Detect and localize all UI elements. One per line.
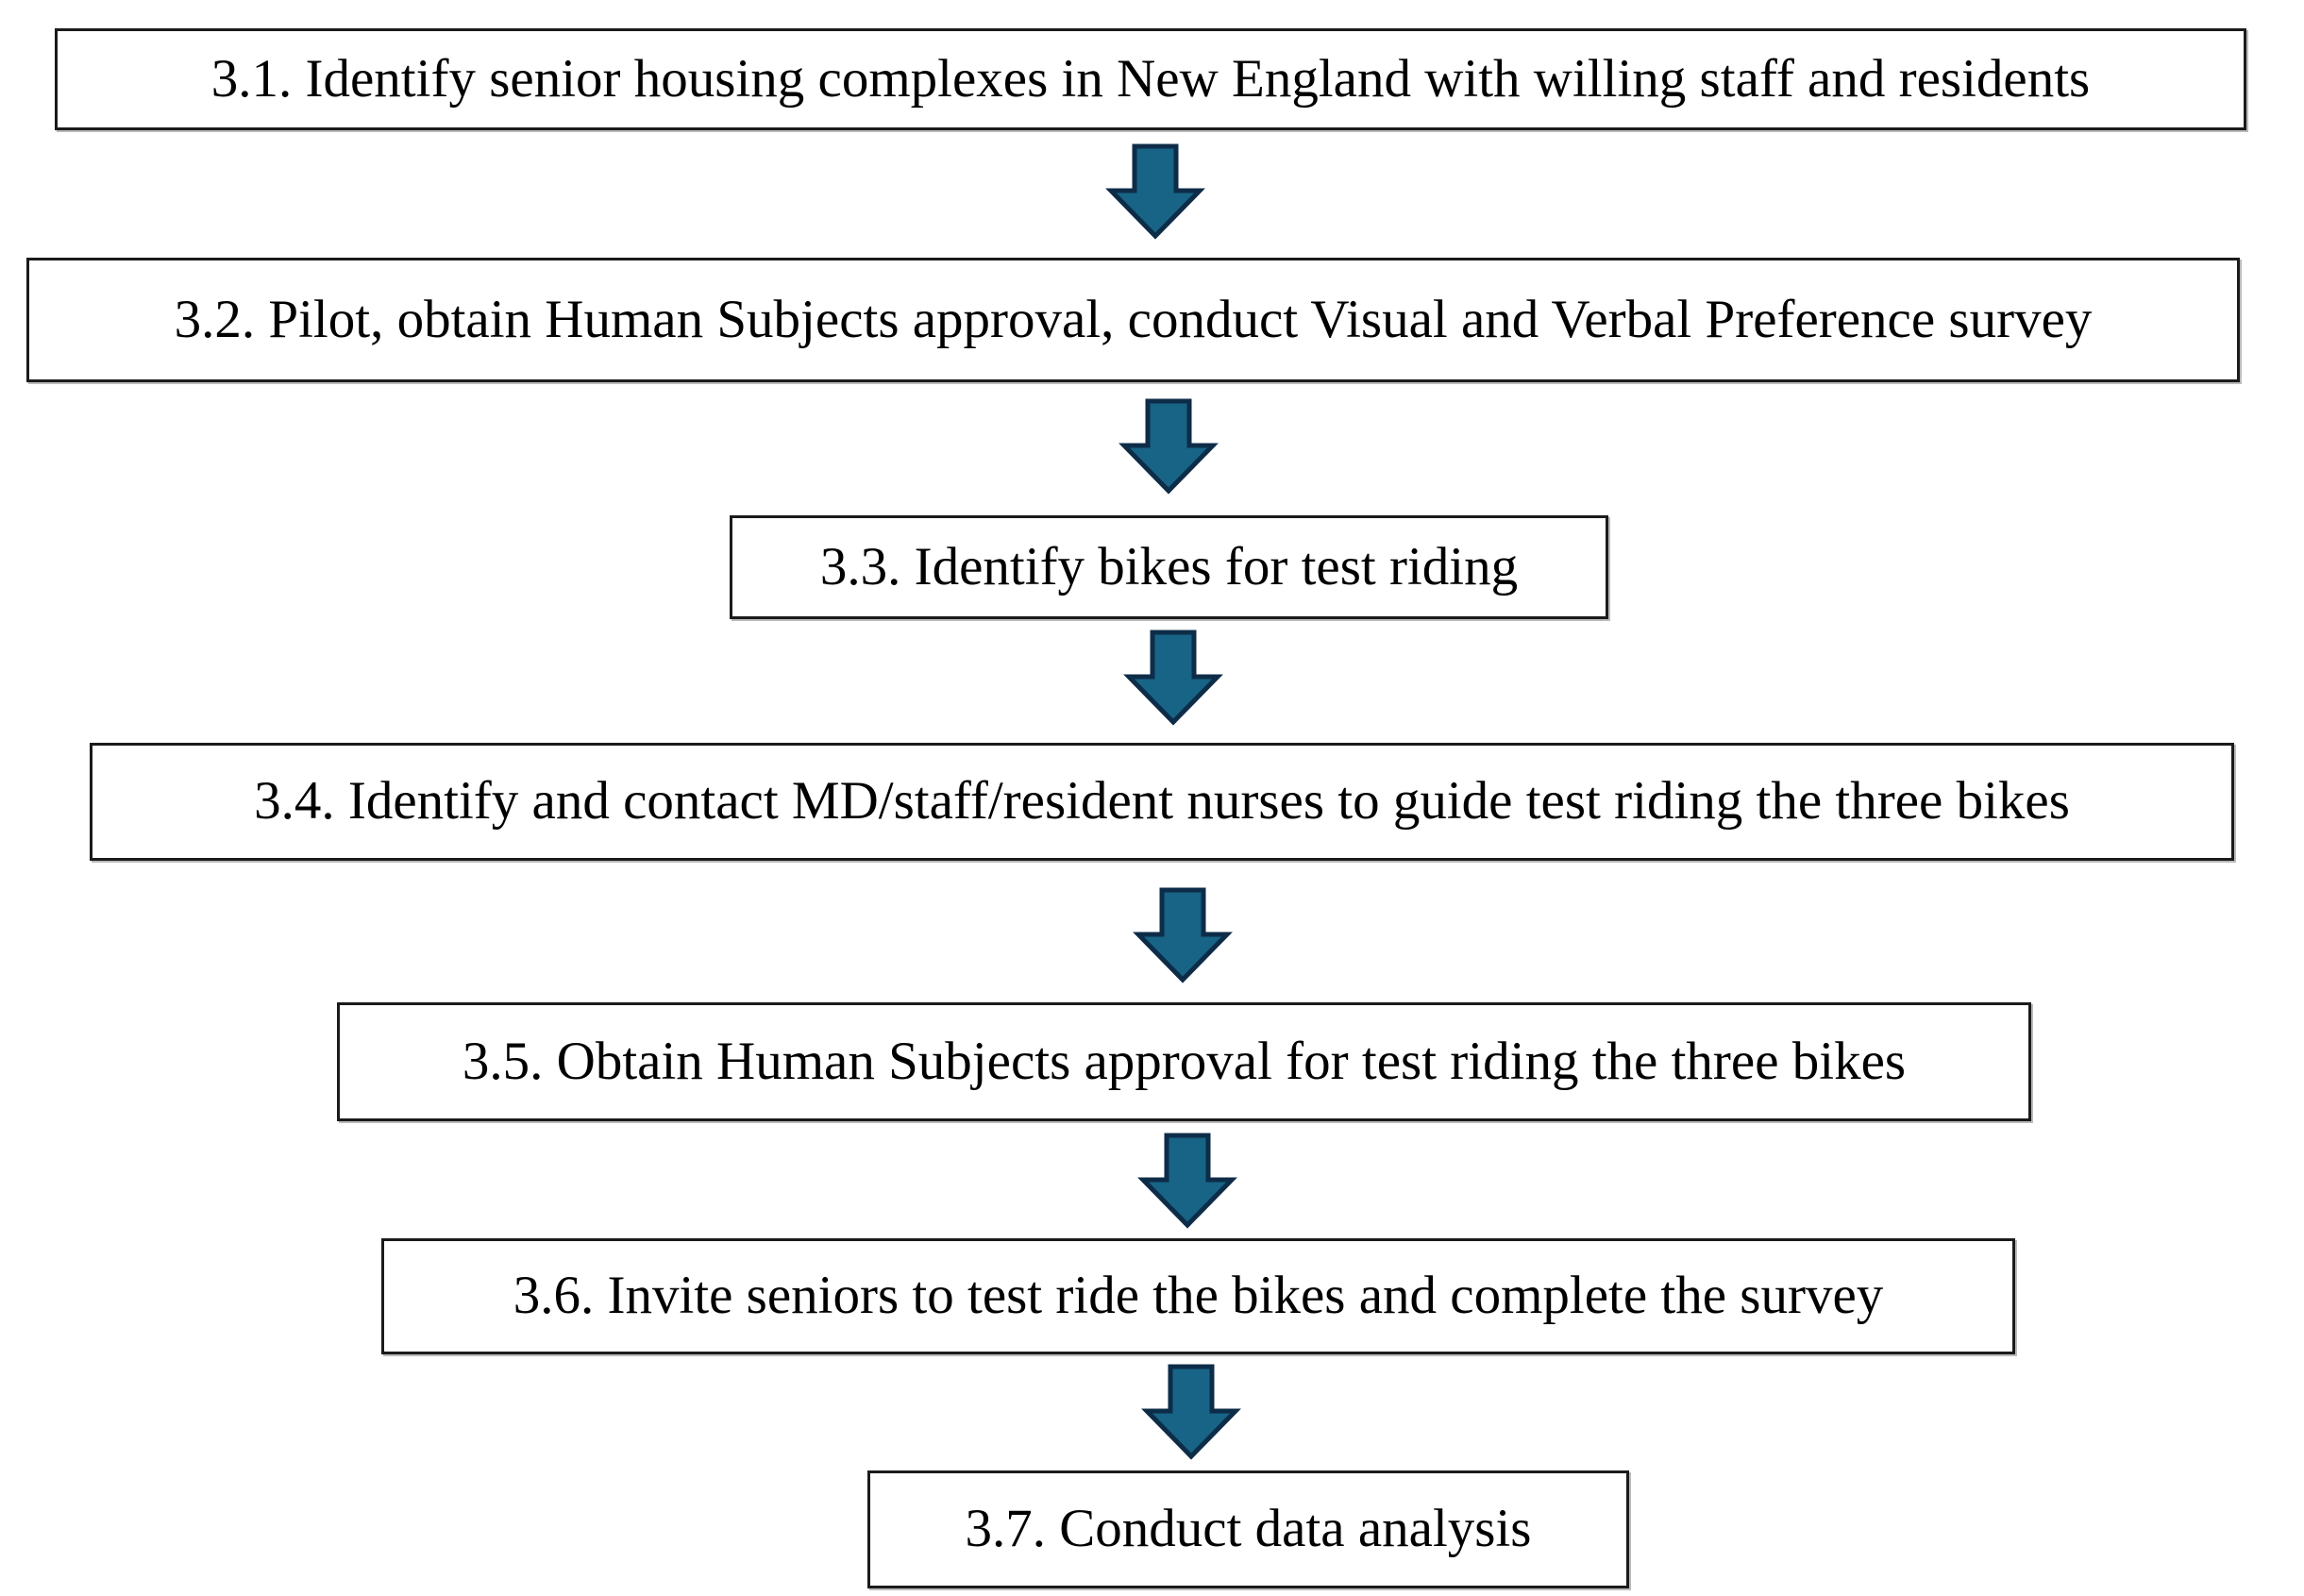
flow-step-label: 3.7. Conduct data analysis <box>965 1499 1532 1559</box>
flow-step-label: 3.2. Pilot, obtain Human Subjects approv… <box>174 289 2093 349</box>
flow-step-label: 3.1. Identify senior housing complexes i… <box>210 48 2091 109</box>
flow-step-box-3-5: 3.5. Obtain Human Subjects approval for … <box>337 1002 2031 1121</box>
flow-step-label: 3.3. Identify bikes for test riding <box>819 536 1519 596</box>
down-arrow-icon <box>1133 887 1233 983</box>
flow-step-box-3-3: 3.3. Identify bikes for test riding <box>730 515 1608 619</box>
flow-step-box-3-1: 3.1. Identify senior housing complexes i… <box>55 28 2246 130</box>
down-arrow-icon <box>1137 1133 1237 1229</box>
down-arrow-icon <box>1123 630 1223 726</box>
flow-step-label: 3.6. Invite seniors to test ride the bik… <box>513 1266 1884 1326</box>
flow-step-box-3-2: 3.2. Pilot, obtain Human Subjects approv… <box>26 258 2240 382</box>
down-arrow-icon <box>1118 398 1219 495</box>
flow-step-box-3-4: 3.4. Identify and contact MD/staff/resid… <box>90 743 2234 861</box>
down-arrow-icon <box>1105 143 1205 240</box>
down-arrow-icon <box>1141 1364 1241 1460</box>
flow-step-label: 3.5. Obtain Human Subjects approval for … <box>462 1031 1907 1091</box>
flow-step-label: 3.4. Identify and contact MD/staff/resid… <box>254 771 2070 832</box>
flow-step-box-3-6: 3.6. Invite seniors to test ride the bik… <box>381 1238 2015 1354</box>
flow-step-box-3-7: 3.7. Conduct data analysis <box>867 1470 1629 1588</box>
